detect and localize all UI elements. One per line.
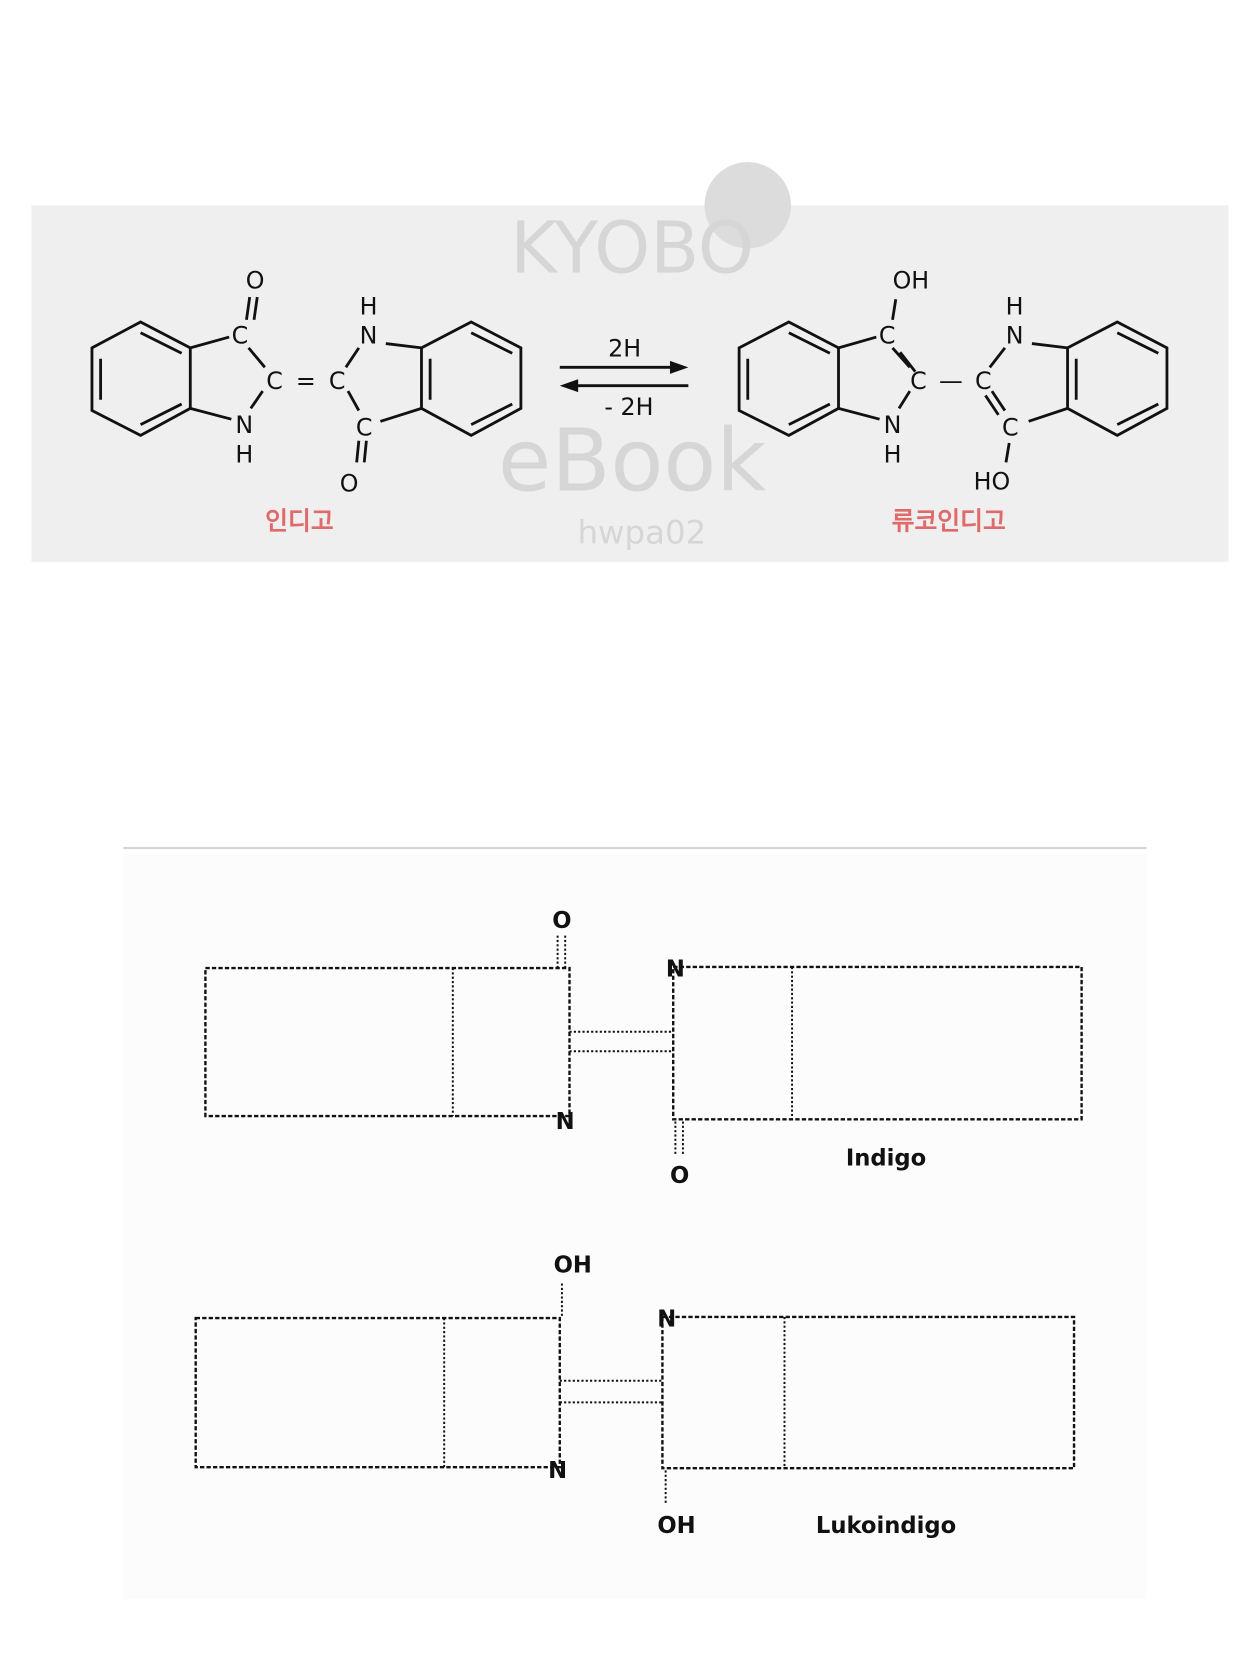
atom-h: H: [360, 292, 378, 320]
forward-label: 2H: [608, 335, 641, 363]
atom-n: N: [1006, 322, 1024, 350]
atom-c: C: [1002, 413, 1019, 441]
watermark-id: hwpa02: [578, 513, 707, 551]
atom-oh: OH: [554, 1253, 592, 1279]
atom-n: N: [657, 1307, 676, 1333]
atom-oh: OH: [657, 1513, 695, 1539]
indigo-label: Indigo: [846, 1146, 926, 1172]
atom-oh: OH: [893, 266, 930, 294]
atom-c: C: [232, 322, 249, 350]
equilibrium-arrows: 2H - 2H: [559, 335, 689, 421]
single-bond: —: [939, 367, 963, 395]
atom-o: O: [340, 470, 359, 498]
watermark-ebook: eBook: [498, 411, 766, 511]
reverse-label: - 2H: [604, 393, 653, 421]
atom-n: N: [556, 1109, 575, 1135]
watermark: KYOBO eBook hwpa02: [498, 162, 791, 551]
atom-c: C: [879, 322, 896, 350]
atom-o: O: [552, 908, 571, 934]
leucoindigo-korean-label: 류코인디고: [892, 506, 1006, 535]
lukoindigo-label: Lukoindigo: [816, 1513, 956, 1539]
atom-o: O: [670, 1163, 689, 1189]
atom-o: O: [246, 266, 265, 294]
atom-ho: HO: [974, 467, 1011, 495]
indigo-schematic: O O N N Indigo: [204, 908, 1083, 1189]
atom-c: C: [266, 367, 283, 395]
atom-c: C: [975, 367, 992, 395]
schematic-panel: [123, 853, 1147, 1599]
atom-n: N: [360, 322, 378, 350]
double-bond: =: [296, 367, 316, 395]
lukoindigo-schematic: OH OH N N Lukoindigo: [194, 1253, 1076, 1539]
watermark-kyobo: KYOBO: [510, 206, 754, 289]
atom-h: H: [1006, 292, 1024, 320]
leucoindigo-structure: C OH C — C N H N H C HO: [737, 266, 1169, 495]
atom-h: H: [884, 440, 902, 468]
atom-n: N: [548, 1458, 567, 1484]
atom-c: C: [910, 367, 927, 395]
indigo-korean-label: 인디고: [265, 506, 334, 535]
indigo-structure: C O C = C N H N H C O: [90, 266, 523, 498]
atom-n: N: [666, 957, 685, 983]
reaction-figure-panel: [31, 205, 1229, 562]
atom-n: N: [235, 411, 253, 439]
atom-n: N: [884, 411, 902, 439]
atom-h: H: [235, 440, 253, 468]
atom-c: C: [329, 367, 346, 395]
atom-c: C: [356, 413, 373, 441]
